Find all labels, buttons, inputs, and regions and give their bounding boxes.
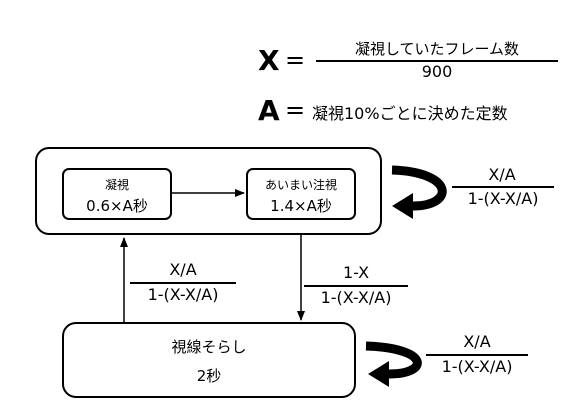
transition-top-self-line [452, 186, 554, 188]
transition-up-line [130, 282, 236, 284]
transition-bottom-self-numerator: X/A [463, 332, 491, 351]
transition-down-numerator: 1-X [342, 263, 370, 282]
formula-x-equals: = [285, 46, 306, 74]
formula-a-definition: 凝視10%ごとに決めた定数 [312, 104, 508, 123]
state-vague-gaze: あいまい注視 1.4×A秒 [246, 168, 356, 220]
transition-bottom-self-denominator: 1-(X-X/A) [441, 357, 513, 376]
transition-up-numerator: X/A [169, 260, 197, 279]
formula-x-fraction-line [316, 60, 558, 62]
transition-down-line [304, 285, 408, 287]
self-loop-bottom-icon [365, 341, 422, 387]
state-gaze-label: 凝視 [104, 178, 129, 192]
transition-bottom-self-line [426, 354, 528, 356]
state-gaze: 凝視 0.6×A秒 [62, 168, 172, 220]
formula-a-equals: = [285, 96, 306, 124]
transition-up-denominator: 1-(X-X/A) [147, 285, 219, 304]
formula-x-denominator: 900 [421, 62, 453, 81]
formula-a-variable: A [258, 94, 280, 127]
transition-top-self-denominator: 1-(X-X/A) [467, 189, 539, 208]
formula-x-numerator: 凝視していたフレーム数 [354, 40, 520, 58]
state-averted-gaze-label: 視線そらし [171, 338, 247, 356]
transition-down-denominator: 1-(X-X/A) [320, 288, 392, 307]
self-loop-top-icon [391, 165, 447, 219]
formula-x-variable: X [258, 44, 280, 77]
state-vague-gaze-label: あいまい注視 [264, 178, 337, 192]
state-vague-gaze-duration: 1.4×A秒 [270, 197, 332, 215]
state-averted-gaze: 視線そらし 2秒 [62, 322, 356, 398]
state-averted-gaze-duration: 2秒 [196, 367, 222, 385]
transition-top-self-numerator: X/A [488, 165, 516, 184]
state-gaze-duration: 0.6×A秒 [86, 197, 148, 215]
